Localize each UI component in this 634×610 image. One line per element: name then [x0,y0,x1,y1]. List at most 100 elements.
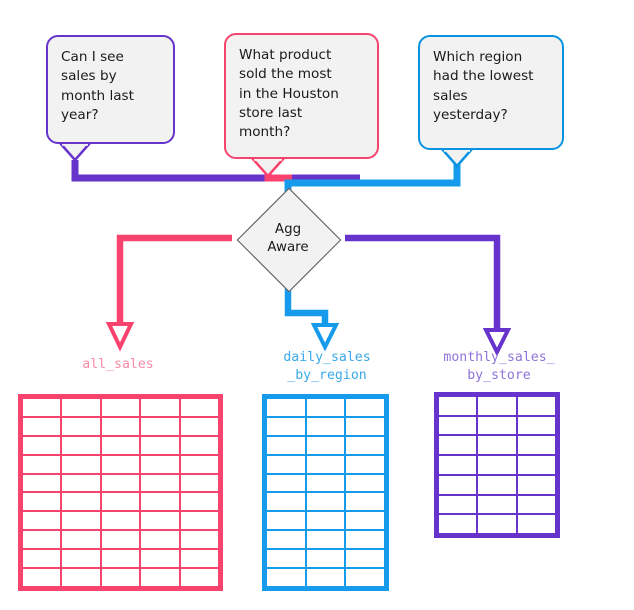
table-cell [62,474,100,492]
table-cell [517,416,555,435]
table-cell [306,531,345,549]
table-cell [62,550,100,568]
table-cell [101,417,140,435]
table-grid-all-sales[interactable] [18,394,223,591]
table-cell [267,436,305,454]
table-cell [101,550,140,568]
table-cell [62,455,100,473]
table-cell [141,550,179,568]
speech-bubble-question-houston-product[interactable]: What product sold the most in the Housto… [224,33,379,159]
table-grid-daily-sales-by-region[interactable] [262,394,389,591]
table-cell [101,512,140,530]
table-cell [180,399,218,416]
table-cell [267,512,305,530]
table-cell [141,569,179,586]
table-cell [23,493,61,511]
table-cell [62,493,100,511]
table-cell [306,455,345,473]
table-cell [346,417,384,435]
table-cell [306,569,345,586]
table-cell [62,512,100,530]
table-cell [23,399,61,416]
table-cell [346,474,384,492]
agg-aware-node[interactable]: Agg Aware [236,187,342,293]
speech-bubble-question-month-sales[interactable]: Can I see sales by month last year? [46,35,175,144]
table-cell [62,417,100,435]
table-cell [180,531,218,549]
table-cell [478,475,516,494]
table-cell [180,417,218,435]
table-cell [141,417,179,435]
table-cell [23,512,61,530]
table-cell [267,493,305,511]
table-cell [439,436,477,455]
table-cell [101,531,140,549]
speech-bubble-question-lowest-region[interactable]: Which region had the lowest sales yester… [418,35,564,150]
table-cell [23,436,61,454]
table-cell [346,531,384,549]
table-cell [346,436,384,454]
table-cell [62,531,100,549]
table-cell [180,512,218,530]
table-cell [517,515,555,533]
table-cell [306,512,345,530]
table-caption-monthly-sales-by-store: monthly_sales_ by_store [443,350,555,384]
table-cell [517,397,555,415]
agg-aware-node-label: Agg Aware [267,222,309,255]
table-cell [478,515,516,533]
table-cell [23,455,61,473]
table-cell [306,493,345,511]
table-cell [517,436,555,455]
table-cell [306,550,345,568]
table-cell [346,550,384,568]
table-cell [346,512,384,530]
table-cell [306,417,345,435]
table-cell [141,455,179,473]
table-cell [439,416,477,435]
table-cell [439,475,477,494]
table-cell [267,417,305,435]
bubble-tail-purple [59,142,91,162]
table-cell [101,569,140,586]
table-cell [180,455,218,473]
table-cell [101,399,140,416]
table-cell [141,399,179,416]
table-cell [62,569,100,586]
table-cell [478,495,516,514]
table-caption-all-sales: all_sales [82,357,154,372]
table-cell [267,569,305,586]
table-cell [517,456,555,474]
table-cell [23,531,61,549]
table-cell [478,456,516,474]
table-cell [439,515,477,533]
table-cell [478,416,516,435]
table-cell [23,417,61,435]
table-cell [346,493,384,511]
table-cell [101,474,140,492]
table-cell [346,455,384,473]
table-cell [267,455,305,473]
table-cell [180,474,218,492]
bubble-tail-pink [251,157,285,178]
table-cell [101,436,140,454]
table-cell [439,456,477,474]
table-grid-monthly-sales-by-store[interactable] [434,392,560,538]
table-cell [101,493,140,511]
table-cell [180,550,218,568]
table-cell [439,495,477,514]
table-cell [306,436,345,454]
table-cell [180,436,218,454]
table-cell [517,495,555,514]
table-cell [478,436,516,455]
table-cell [306,399,345,416]
table-cell [23,474,61,492]
table-cell [180,569,218,586]
table-cell [62,436,100,454]
table-cell [439,397,477,415]
table-cell [346,399,384,416]
table-cell [141,531,179,549]
table-cell [517,475,555,494]
table-cell [23,550,61,568]
table-cell [346,569,384,586]
table-cell [62,399,100,416]
